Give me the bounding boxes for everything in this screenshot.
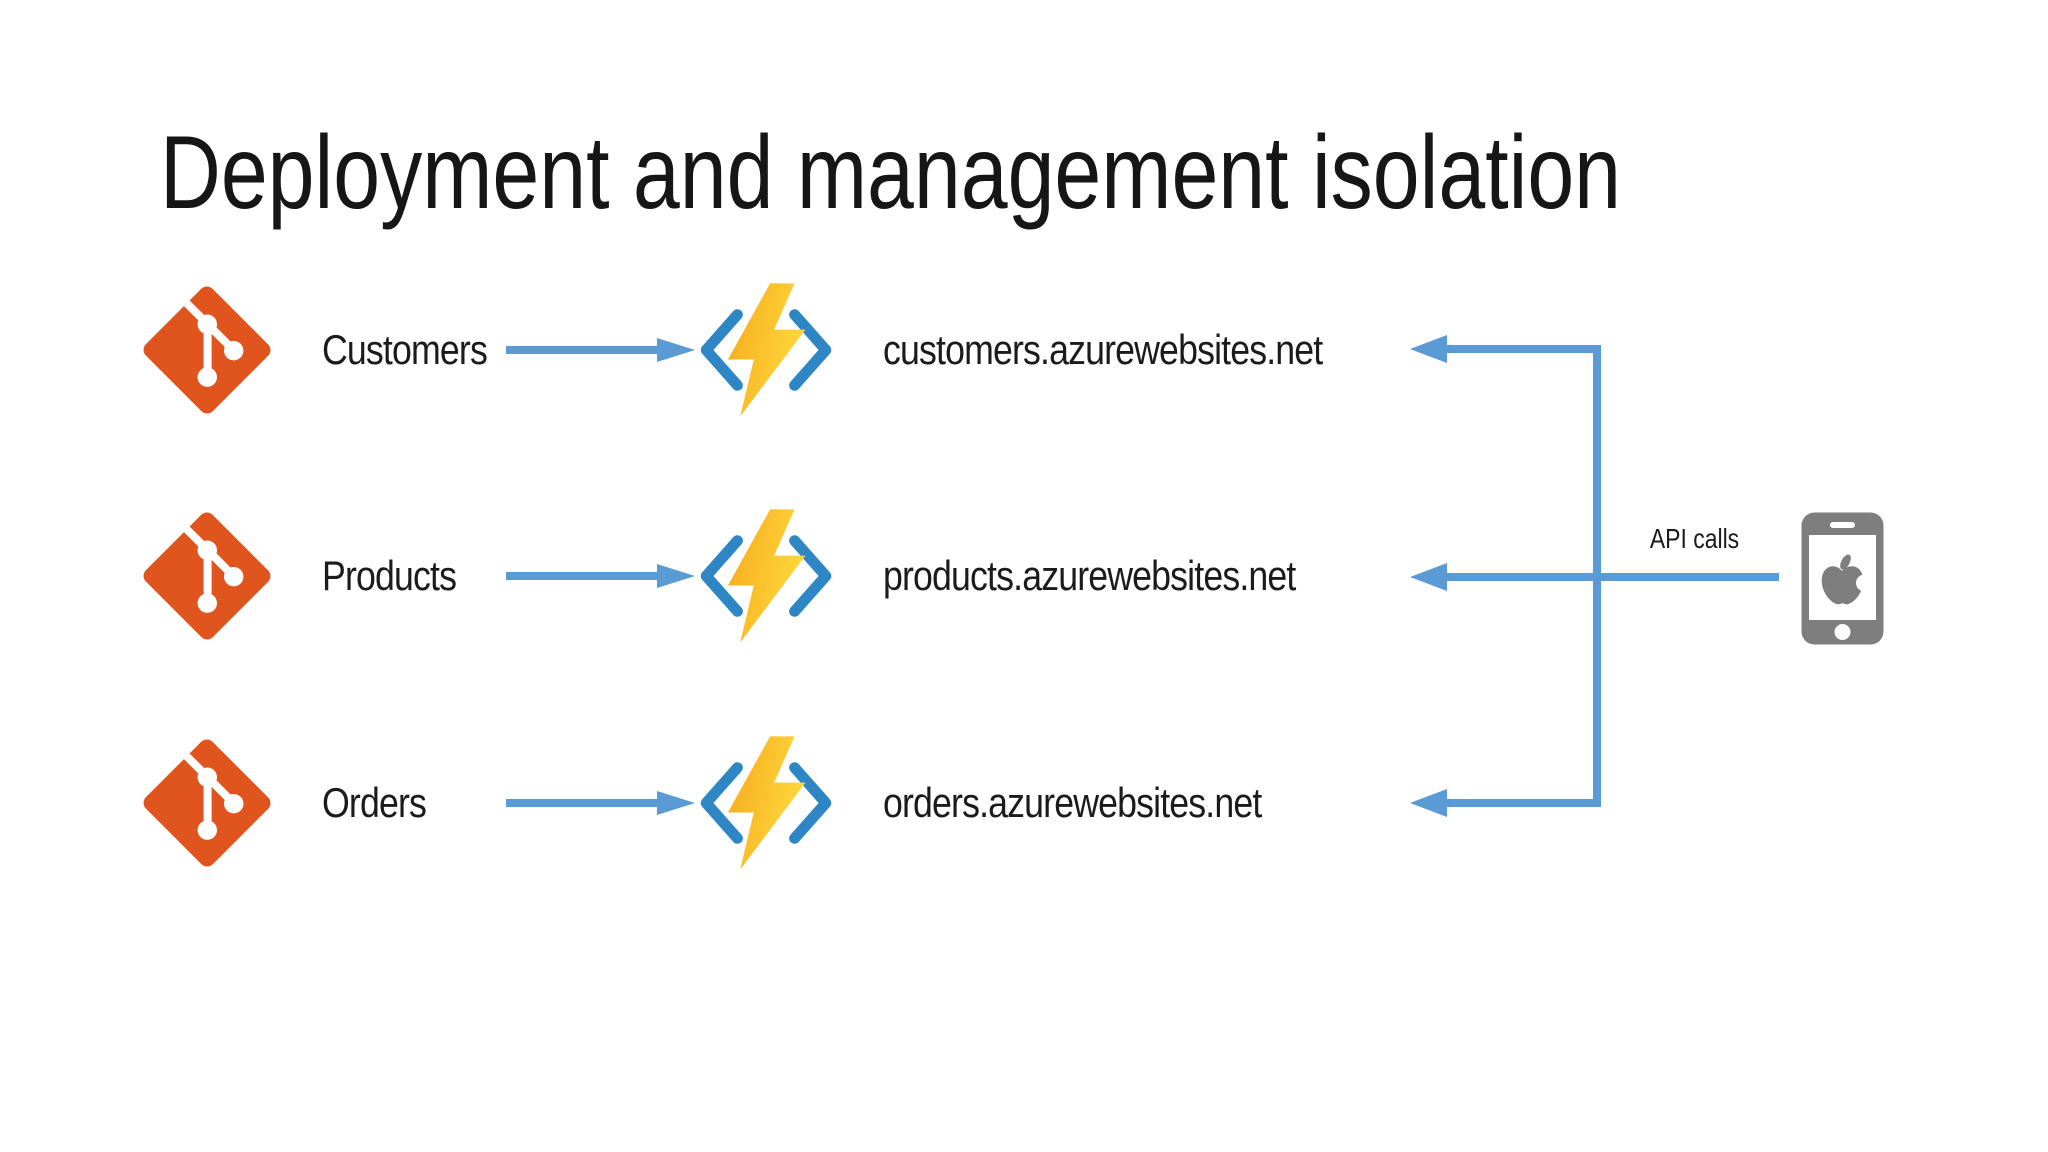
code-bracket-right [789, 535, 832, 617]
endpoint-label: orders.azurewebsites.net [883, 779, 1262, 826]
deploy-arrow-icon [506, 791, 695, 815]
lightning-bolt [727, 283, 806, 417]
azure-functions-icon [700, 509, 832, 643]
endpoint-label: products.azurewebsites.net [883, 552, 1296, 599]
code-bracket-left [700, 309, 743, 391]
deploy-arrow-icon [506, 338, 695, 362]
phone-speaker [1830, 522, 1855, 528]
code-bracket-left [700, 762, 743, 844]
apple-logo-icon [1821, 554, 1873, 605]
code-bracket-right [789, 762, 832, 844]
repo-label: Products [322, 552, 457, 599]
api-calls-label: API calls [1649, 523, 1740, 554]
deploy-arrow-icon [506, 564, 695, 588]
azure-functions-icon [700, 736, 832, 870]
pipeline-row: Products products.azurewebsites.net [140, 509, 1440, 643]
pipeline-row: Customers customers.azurewebsites.net [140, 283, 1440, 417]
iphone-device-icon [1801, 512, 1884, 645]
slide-title: Deployment and management isolation [160, 115, 1622, 231]
lightning-bolt [727, 509, 806, 643]
git-icon [143, 512, 271, 640]
phone-home-button [1834, 624, 1851, 640]
azure-functions-icon [700, 283, 832, 417]
git-icon [143, 739, 271, 867]
code-bracket-left [700, 535, 743, 617]
endpoint-label: customers.azurewebsites.net [883, 326, 1323, 373]
code-bracket-right [789, 309, 832, 391]
repo-label: Orders [322, 779, 427, 826]
pipeline-row: Orders orders.azurewebsites.net [140, 736, 1440, 870]
lightning-bolt [727, 736, 806, 870]
repo-label: Customers [322, 326, 488, 373]
git-icon [143, 286, 271, 414]
